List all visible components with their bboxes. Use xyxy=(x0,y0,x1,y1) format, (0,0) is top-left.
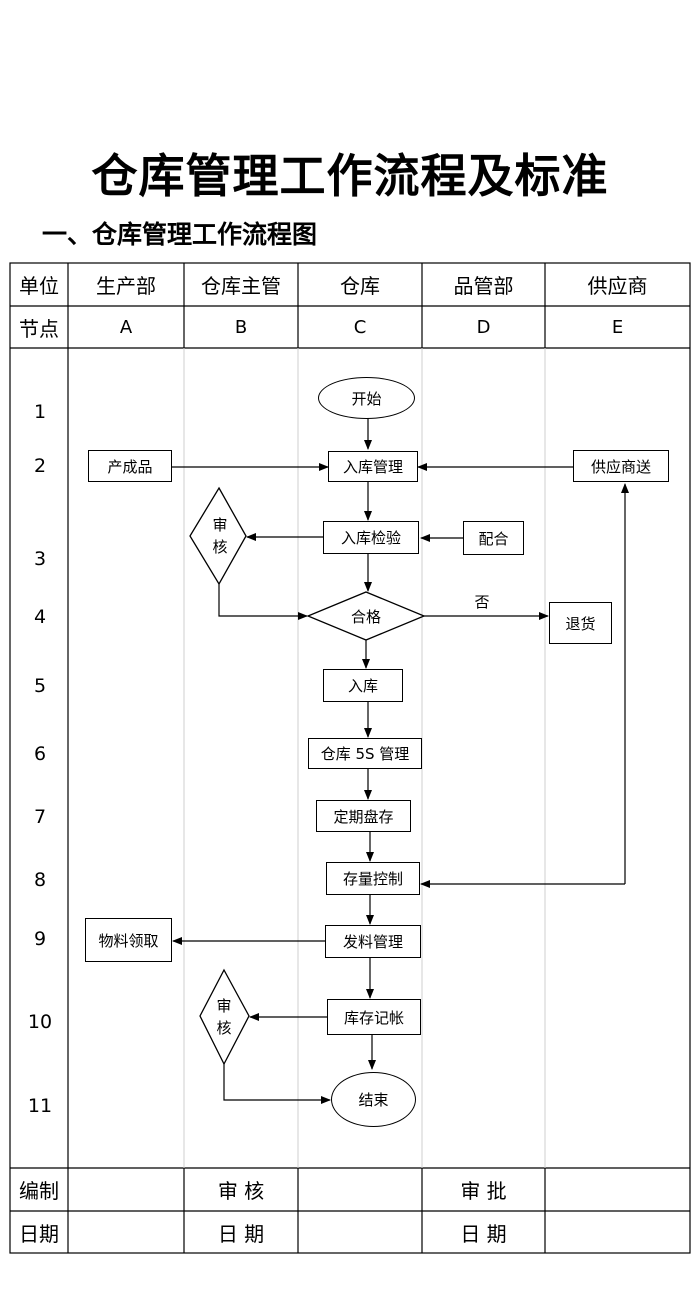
header-code-c: C xyxy=(353,316,367,338)
qualified-label: 合格 xyxy=(350,607,381,626)
header-unit-label: 单位 xyxy=(19,274,59,298)
section-subtitle: 一、仓库管理工作流程图 xyxy=(42,220,318,249)
table-grid xyxy=(9,262,691,1254)
footer-approved-by-label: 审 批 xyxy=(460,1179,507,1203)
inventory-ledger-box: 库存记帐 xyxy=(327,999,421,1035)
row-number-10: 10 xyxy=(27,1011,53,1033)
header-code-e: E xyxy=(611,316,624,338)
row-number-7: 7 xyxy=(33,806,47,828)
lane-dividers xyxy=(183,348,546,1168)
footer-approval-date-label: 日 期 xyxy=(460,1221,507,1246)
header-dept-warehouse: 仓库 xyxy=(340,274,380,298)
header-code-b: B xyxy=(234,316,248,338)
header-dept-quality: 品管部 xyxy=(453,274,514,298)
row-number-6: 6 xyxy=(33,743,47,765)
header-node-label: 节点 xyxy=(19,316,59,341)
supplier-delivery-box: 供应商送 xyxy=(573,450,669,482)
cooperate-box: 配合 xyxy=(463,521,524,555)
footer-prepared-by-label: 编制 xyxy=(19,1179,59,1203)
row-number-5: 5 xyxy=(33,675,47,697)
diamond-shapes xyxy=(189,486,426,1066)
row-number-8: 8 xyxy=(33,869,47,891)
row-number-9: 9 xyxy=(33,928,47,950)
row-number-4: 4 xyxy=(33,606,47,628)
issuing-management-box: 发料管理 xyxy=(325,925,421,958)
inbound-management-box: 入库管理 xyxy=(328,451,418,482)
header-code-d: D xyxy=(476,316,491,338)
row-number-1: 1 xyxy=(33,401,47,423)
end-terminal: 结束 xyxy=(331,1072,416,1127)
header-dept-production: 生产部 xyxy=(96,274,156,298)
row-number-3: 3 xyxy=(33,548,47,570)
header-code-a: A xyxy=(119,316,133,338)
footer-date-label: 日期 xyxy=(19,1221,59,1246)
document-title: 仓库管理工作流程及标准 xyxy=(91,149,609,203)
arrow-review-to-end xyxy=(223,1064,331,1104)
return-goods-box: 退货 xyxy=(549,602,612,644)
finished-goods-box: 产成品 xyxy=(88,450,172,482)
warehouse-5s-box: 仓库 5S 管理 xyxy=(308,738,422,769)
stock-control-box: 存量控制 xyxy=(326,862,420,895)
review-label-1: 审 核 xyxy=(212,516,228,556)
arrow-review-to-qualified xyxy=(218,584,308,620)
no-label: 否 xyxy=(474,592,490,611)
start-terminal: 开始 xyxy=(318,377,415,419)
store-box: 入库 xyxy=(323,669,403,702)
inbound-inspection-box: 入库检验 xyxy=(323,521,419,554)
row-number-2: 2 xyxy=(33,455,47,477)
review-label-2: 审 核 xyxy=(216,997,232,1037)
header-dept-warehouse-supervisor: 仓库主管 xyxy=(201,274,281,298)
footer-reviewed-by-label: 审 核 xyxy=(217,1179,265,1203)
header-dept-supplier: 供应商 xyxy=(587,274,648,298)
flow-arrows xyxy=(172,418,629,1104)
material-pickup-box: 物料领取 xyxy=(85,918,172,962)
footer-review-date-label: 日 期 xyxy=(217,1221,265,1246)
periodic-inventory-box: 定期盘存 xyxy=(316,800,411,832)
row-number-11: 11 xyxy=(27,1095,53,1117)
